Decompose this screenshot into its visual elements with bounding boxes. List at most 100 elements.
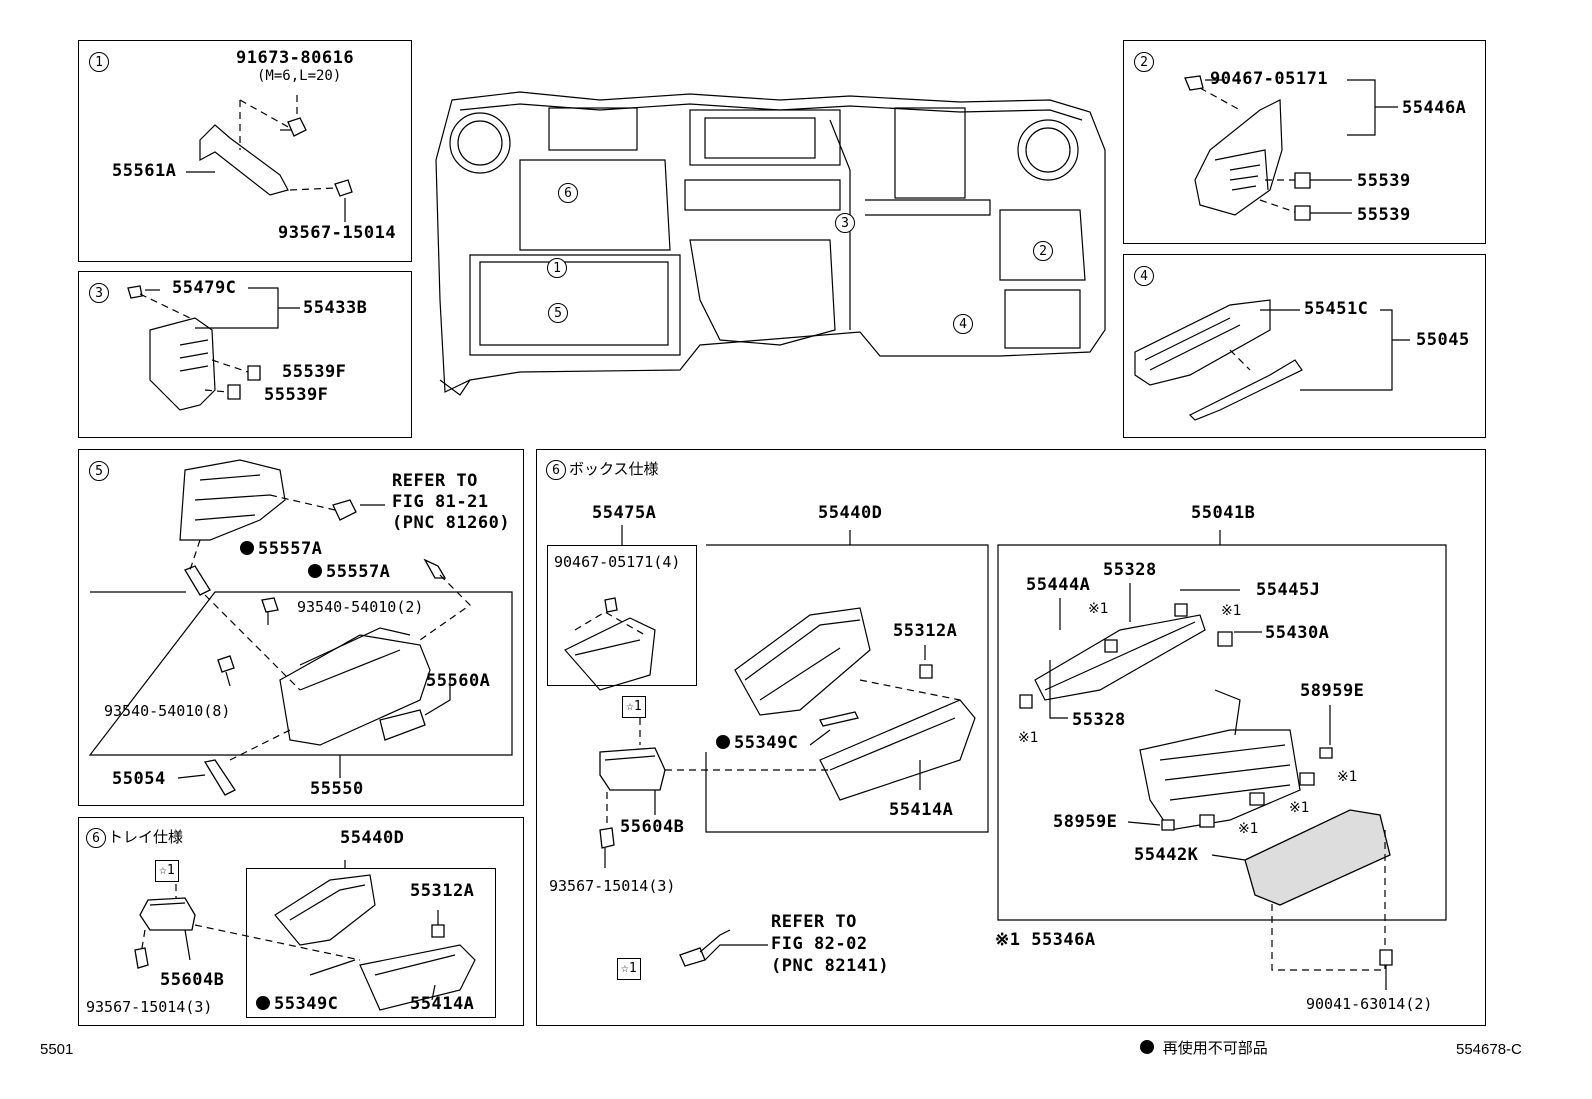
sub-box-tray-55440d xyxy=(246,868,496,1018)
part-55054: 55054 xyxy=(112,769,166,789)
part-55430a: 55430A xyxy=(1265,623,1330,643)
part-55557a-left: 55557A xyxy=(240,541,322,558)
panel6-tray-illustration xyxy=(134,860,476,1011)
part-55604b-tray: 55604B xyxy=(160,970,225,990)
part-55440d-box: 55440D xyxy=(818,503,883,523)
main-callout-2: 2 xyxy=(1033,241,1053,261)
refer2-line-1: REFER TO xyxy=(771,912,857,932)
part-55446a: 55446A xyxy=(1402,98,1467,118)
star-1-tray: ☆1 xyxy=(155,860,179,882)
part-55561a: 55561A xyxy=(112,161,177,181)
panel6-box-illustration xyxy=(564,525,1447,990)
part-55444a: 55444A xyxy=(1026,575,1091,595)
part-55328-bottom: 55328 xyxy=(1072,710,1126,730)
legend-dot xyxy=(1140,1040,1154,1054)
part-93567-15014: 93567-15014 xyxy=(278,223,397,243)
panel4-illustration xyxy=(1134,299,1410,421)
part-58959e-lower: 58959E xyxy=(1053,812,1118,832)
part-55433b: 55433B xyxy=(303,298,368,318)
part-55328-top: 55328 xyxy=(1103,560,1157,580)
panel5-illustration xyxy=(88,459,513,796)
part-55539-upper: 55539 xyxy=(1357,171,1411,191)
part-55312a-box: 55312A xyxy=(893,621,958,641)
mark-1-c: ※1 xyxy=(1018,730,1039,746)
refer2-line-3: (PNC 82141) xyxy=(771,956,890,976)
note-55346a: ※1 55346A xyxy=(995,930,1096,950)
part-55312a-tray: 55312A xyxy=(410,881,475,901)
sub-box-55475a xyxy=(547,545,697,686)
mark-1-b: ※1 xyxy=(1221,603,1242,619)
refer-line-1: REFER TO xyxy=(392,471,478,491)
footer-figure-code: 554678-C xyxy=(1456,1041,1522,1058)
part-55475a: 55475A xyxy=(592,503,657,523)
footer-page-code: 5501 xyxy=(40,1041,74,1058)
part-55550: 55550 xyxy=(310,779,364,799)
part-55560a: 55560A xyxy=(426,671,491,691)
panel5-number: 5 xyxy=(89,461,109,481)
part-55539f-upper: 55539F xyxy=(282,362,347,382)
part-55539f-lower: 55539F xyxy=(264,385,329,405)
panel6-box-number: 6 xyxy=(546,460,566,480)
part-55557a-right: 55557A xyxy=(308,564,390,581)
main-callout-6: 6 xyxy=(558,183,578,203)
mark-1-f: ※1 xyxy=(1238,821,1259,837)
refer-line-3: (PNC 81260) xyxy=(392,513,511,533)
part-93540-54010-8: 93540-54010(8) xyxy=(104,702,231,720)
main-callout-1: 1 xyxy=(547,258,567,278)
part-90041-63014-2: 90041-63014(2) xyxy=(1306,995,1433,1013)
part-91673-80616: 91673-80616 xyxy=(236,48,355,68)
part-55414a-box: 55414A xyxy=(889,800,954,820)
main-callout-3: 3 xyxy=(835,213,855,233)
part-55539-lower: 55539 xyxy=(1357,205,1411,225)
part-93540-54010-2: 93540-54010(2) xyxy=(297,598,424,616)
part-55557a-left-label: 55557A xyxy=(258,539,323,559)
panel-5-box xyxy=(78,449,524,806)
panel3-illustration xyxy=(127,285,300,411)
part-55442k: 55442K xyxy=(1134,845,1199,865)
panel1-number: 1 xyxy=(89,52,109,72)
panel-3-box xyxy=(78,271,412,438)
part-93567-15014-3-box: 93567-15014(3) xyxy=(549,877,676,895)
panel-6-tray-box xyxy=(78,817,524,1026)
part-55557a-right-label: 55557A xyxy=(326,562,391,582)
part-55479c: 55479C xyxy=(172,278,237,298)
main-callout-4: 4 xyxy=(953,314,973,334)
part-90467-05171: 90467-05171 xyxy=(1210,69,1329,89)
star-1-box: ☆1 xyxy=(622,696,646,718)
part-55045: 55045 xyxy=(1416,330,1470,350)
panel6-tray-number: 6 xyxy=(86,828,106,848)
dashboard-illustration xyxy=(435,91,1106,396)
star-1-refer: ☆1 xyxy=(617,958,641,980)
part-91673-spec: (M=6,L=20) xyxy=(257,68,342,84)
panel6-tray-title: トレイ仕様 xyxy=(108,828,184,846)
part-55414a-tray: 55414A xyxy=(410,994,475,1014)
footer-legend: 再使用不可部品 xyxy=(1140,1040,1268,1056)
mark-1-e: ※1 xyxy=(1289,800,1310,816)
panel-4-box xyxy=(1123,254,1486,438)
panel1-illustration xyxy=(186,95,353,222)
non-reusable-dot xyxy=(240,541,254,555)
panel6-box-title: ボックス仕様 xyxy=(569,460,659,478)
part-55440d-tray: 55440D xyxy=(340,828,405,848)
refer-line-2: FIG 81-21 xyxy=(392,492,489,512)
panel2-illustration xyxy=(1184,75,1398,221)
mark-1-a: ※1 xyxy=(1088,601,1109,617)
part-55451c: 55451C xyxy=(1304,299,1369,319)
panel4-number: 4 xyxy=(1134,266,1154,286)
part-55349c-box: 55349C xyxy=(716,735,798,752)
part-55041b: 55041B xyxy=(1191,503,1256,523)
part-55445j: 55445J xyxy=(1256,580,1321,600)
panel-2-box xyxy=(1123,40,1486,244)
part-55349c-tray-label: 55349C xyxy=(274,994,339,1014)
main-callout-5: 5 xyxy=(548,303,568,323)
part-55604b-box: 55604B xyxy=(620,817,685,837)
panel-1-box xyxy=(78,40,412,262)
part-55349c-box-label: 55349C xyxy=(734,733,799,753)
part-55349c-tray: 55349C xyxy=(256,996,338,1013)
non-reusable-dot xyxy=(308,564,322,578)
footer-legend-text: 再使用不可部品 xyxy=(1162,1039,1268,1057)
panel3-number: 3 xyxy=(89,283,109,303)
refer2-line-2: FIG 82-02 xyxy=(771,934,868,954)
non-reusable-dot xyxy=(256,996,270,1010)
part-90467-05171-4: 90467-05171(4) xyxy=(554,553,681,571)
